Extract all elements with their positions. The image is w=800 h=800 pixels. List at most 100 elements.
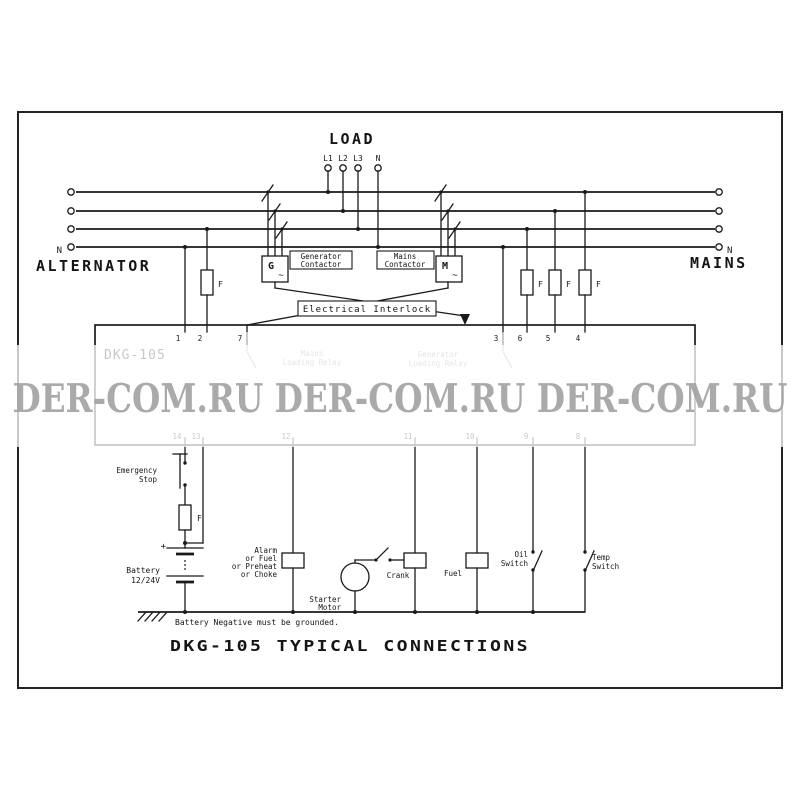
interlock-tag <box>297 300 437 317</box>
fuse-label: F <box>197 514 202 523</box>
junction-dot <box>273 209 277 213</box>
junction-dot <box>184 560 186 562</box>
generator-contactor-letter: G <box>268 261 274 272</box>
mains-contactor: M ~ Mains Contactor <box>376 184 463 289</box>
junction-dot <box>266 190 270 194</box>
battery-symbol: + Battery 12/24V <box>126 542 204 613</box>
junction-dot <box>184 568 186 570</box>
phase-label-n: N <box>376 154 381 163</box>
temp-switch-blade <box>584 550 595 572</box>
mains-contactor-tag-line1: Mains <box>394 252 417 261</box>
fuse-battery <box>178 504 192 531</box>
generator-contactor-tag-line1: Generator <box>301 252 342 261</box>
interlock-arrow-icon <box>460 314 470 325</box>
alarm-label-line1: Alarm <box>254 546 277 555</box>
terminal-4: 4 <box>576 334 581 343</box>
mains-contactor-tag-line2: Contactor <box>385 260 426 269</box>
mains-contactor-letter: M <box>442 261 448 272</box>
electrical-interlock: Electrical Interlock <box>246 287 470 326</box>
alarm-label-line4: or Choke <box>241 570 278 579</box>
battery-label-line1: Battery <box>126 566 160 575</box>
oil-switch-blade <box>532 550 543 572</box>
oil-switch-label-line2: Switch <box>501 559 528 568</box>
junction-dot <box>413 610 417 614</box>
alternator-terminal <box>67 188 75 196</box>
fuse-mains-l2 <box>548 269 562 296</box>
alternator-label: ALTERNATOR <box>36 257 151 275</box>
neutral-label-left: N <box>57 246 62 256</box>
mains-contactor-box <box>435 255 463 283</box>
load-terminal <box>339 164 347 172</box>
junction-dot <box>446 209 450 213</box>
ground-rail: Battery Negative must be grounded. <box>137 610 585 627</box>
fuel-coil <box>465 552 489 569</box>
mains-terminal <box>715 207 723 215</box>
diagram-title: DKG-105 TYPICAL CONNECTIONS <box>170 637 530 655</box>
junction-dot <box>583 550 587 554</box>
fuse-mains-l1 <box>578 269 592 296</box>
interlock-label: Electrical Interlock <box>303 305 431 315</box>
junction-dot <box>531 550 535 554</box>
junction-dot <box>531 610 535 614</box>
junction-dot <box>280 227 284 231</box>
load-section: LOAD L1 L2 L3 N <box>323 130 382 249</box>
alarm-label-line2: or Fuel <box>245 554 277 563</box>
generator-tilde: ~ <box>278 271 284 281</box>
battery-label-line2: 12/24V <box>131 576 160 585</box>
junction-dot <box>439 190 443 194</box>
fuse-mains-l3 <box>520 269 534 296</box>
alternator-terminal <box>67 243 75 251</box>
ground-hatch-icon <box>144 611 154 622</box>
mains-contactor-tag <box>376 250 435 270</box>
watermark: DER-COM.RU DER-COM.RU DER-COM.RU <box>0 345 800 447</box>
oil-switch-label-line1: Oil <box>514 550 528 559</box>
load-terminal <box>354 164 362 172</box>
alarm-label-line3: or Preheat <box>232 562 277 571</box>
generator-contactor-tag <box>289 250 353 270</box>
ground-hatch-icon <box>158 611 168 622</box>
emergency-stop-label-line1: Emergency <box>116 466 157 475</box>
junction-dot <box>291 610 295 614</box>
fuse-label: F <box>566 280 571 289</box>
load-terminal <box>374 164 382 172</box>
phase-label-l1: L1 <box>323 154 333 163</box>
mains-label: MAINS <box>690 254 748 272</box>
junction-dot <box>183 541 187 545</box>
mains-terminal <box>715 188 723 196</box>
alternator-terminal <box>67 207 75 215</box>
bus-lines: N N ALTERNATOR MAINS <box>36 188 748 275</box>
battery-plus: + <box>161 542 167 552</box>
mains-terminal <box>715 243 723 251</box>
starter-label-line1: Starter <box>309 595 341 604</box>
crank-coil <box>403 552 427 569</box>
mains-terminal <box>715 225 723 233</box>
junction-dot <box>353 610 357 614</box>
crank-label: Crank <box>387 571 410 580</box>
terminal-6: 6 <box>518 334 523 343</box>
junction-dot <box>183 461 187 465</box>
fuse-label: F <box>596 280 601 289</box>
load-label: LOAD <box>329 130 375 148</box>
watermark-band <box>0 345 800 447</box>
junction-dot <box>183 610 187 614</box>
junction-dot <box>453 227 457 231</box>
emergency-stop-label-line2: Stop <box>139 475 158 484</box>
sensing-circuits: F F F F <box>183 190 601 333</box>
dc-circuits: Emergency Stop F + Battery 12/24V Alarm … <box>116 437 619 627</box>
starter-label-line2: Motor <box>318 603 341 612</box>
load-terminal <box>324 164 332 172</box>
alarm-coil <box>281 552 305 569</box>
ground-hatch-icon <box>137 611 147 622</box>
fuse-label: F <box>538 280 543 289</box>
fuel-label: Fuel <box>444 569 462 578</box>
generator-contactor-box <box>261 255 289 283</box>
ground-hatch-icon <box>151 611 161 622</box>
terminal-5: 5 <box>546 334 551 343</box>
starter-motor <box>340 562 370 592</box>
generator-contactor: G ~ Generator Contactor <box>261 184 353 289</box>
generator-contactor-tag-line2: Contactor <box>301 260 342 269</box>
ground-note: Battery Negative must be grounded. <box>175 618 339 627</box>
crank-switch-blade <box>375 547 389 561</box>
terminal-1: 1 <box>176 334 181 343</box>
